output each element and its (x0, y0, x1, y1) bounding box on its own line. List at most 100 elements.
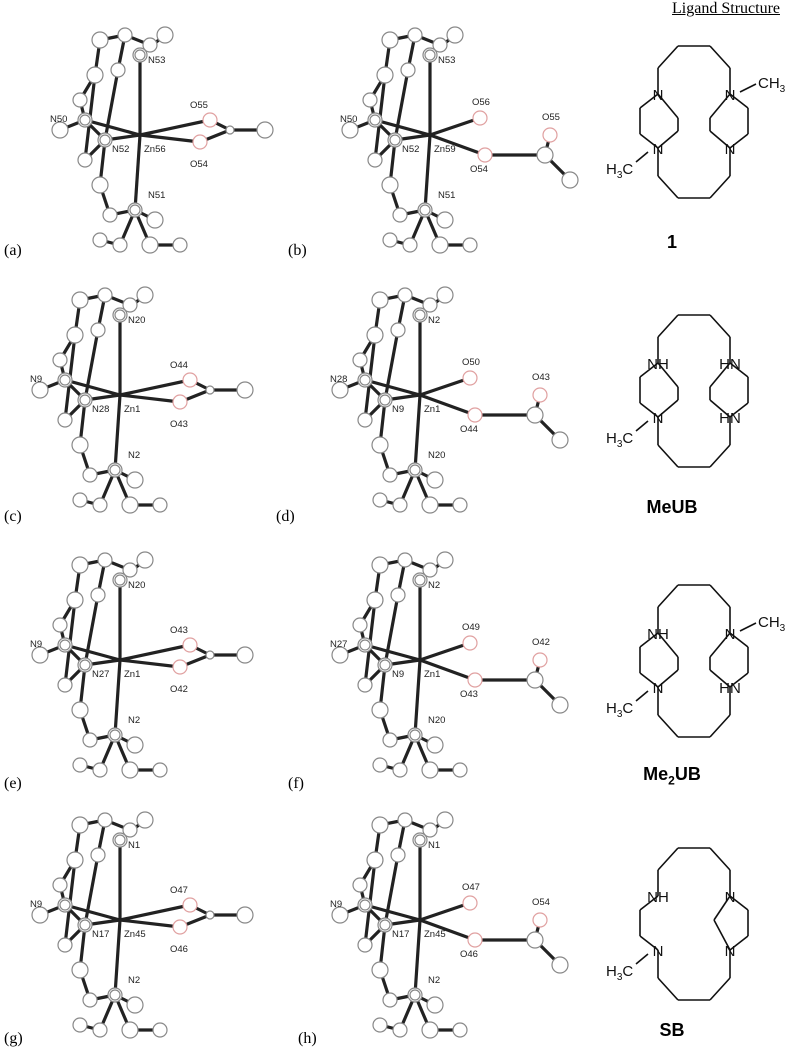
atom (372, 757, 388, 773)
atom (390, 322, 406, 338)
ring-bond (729, 402, 749, 418)
ring-bond (657, 175, 679, 199)
oxygen-atom (462, 370, 478, 386)
atom (371, 701, 389, 719)
atom (372, 492, 388, 508)
atom (126, 996, 144, 1014)
panel-label-c: (c) (4, 508, 22, 525)
atom-label-o-up: O56 (472, 97, 490, 108)
atom (102, 207, 118, 223)
atom (422, 822, 438, 838)
ring-bond (709, 314, 731, 338)
oxygen-atom (467, 407, 483, 423)
bond (113, 658, 122, 737)
oxygen-atom (477, 147, 493, 163)
atom (66, 591, 84, 609)
atom (205, 385, 215, 395)
oxygen-atom (542, 127, 558, 143)
ring-bond (709, 362, 731, 388)
panel-label-h: (h) (298, 1030, 317, 1047)
atom (205, 650, 215, 660)
atom (366, 326, 384, 344)
atom (424, 49, 436, 61)
atom (172, 237, 188, 253)
bond (118, 918, 182, 929)
atom (331, 646, 349, 664)
atom (71, 291, 89, 309)
bond (418, 901, 472, 922)
atom (371, 436, 389, 454)
atom (419, 204, 431, 216)
ligand-name-1: 1 (666, 232, 677, 252)
ring-bond (709, 632, 731, 658)
atom-label-n-top: N53 (148, 55, 165, 66)
ring-atom-top-right: N (725, 626, 736, 643)
atom-label-zn: Zn59 (434, 144, 456, 155)
ring-atom-top-right: N (725, 87, 736, 104)
atom-label-n-left: N9 (30, 899, 42, 910)
atom (136, 551, 154, 569)
ring-atom-top-left: N (653, 87, 664, 104)
atom-label-n-bottom: N2 (428, 975, 440, 986)
atom (31, 646, 49, 664)
oxygen-atom (462, 635, 478, 651)
atom-label-o-mid: O44 (460, 424, 478, 435)
atom (121, 496, 139, 514)
ring-bond (729, 895, 749, 911)
bond (423, 133, 432, 212)
atom (51, 121, 69, 139)
atom (91, 176, 109, 194)
methyl-bond (635, 953, 649, 965)
atom (71, 961, 89, 979)
atom (82, 992, 98, 1008)
atom (426, 471, 444, 489)
bond (363, 643, 422, 662)
atom (205, 910, 215, 920)
atom (402, 237, 418, 253)
atom (79, 919, 91, 931)
atom (99, 134, 111, 146)
bond (418, 376, 472, 397)
bond (83, 593, 100, 667)
ring-bond (709, 444, 731, 468)
atom (392, 1022, 408, 1038)
atom (122, 562, 138, 578)
panel-label-f: (f) (288, 775, 304, 792)
atom (414, 834, 426, 846)
atom-label-zn: Zn1 (124, 669, 140, 680)
atom-label-n-center: N9 (392, 669, 404, 680)
atom (436, 286, 454, 304)
atom (66, 851, 84, 869)
atom (431, 236, 449, 254)
atom (72, 492, 88, 508)
atom (136, 286, 154, 304)
atom (66, 326, 84, 344)
atom-label-o-far: O55 (542, 112, 560, 123)
atom (256, 121, 274, 139)
atom-label-zn: Zn1 (124, 404, 140, 415)
atom (109, 729, 121, 741)
atom-label-n-top: N1 (428, 840, 440, 851)
atom (421, 761, 439, 779)
atom (90, 587, 106, 603)
ligand-name-sb: SB (659, 1020, 685, 1040)
ring-bond (709, 584, 731, 608)
atom (452, 762, 468, 778)
atom-label-n-top: N2 (428, 580, 440, 591)
atom (422, 562, 438, 578)
oxygen-atom (532, 387, 548, 403)
atom (409, 989, 421, 1001)
atom (79, 659, 91, 671)
atom (146, 211, 164, 229)
atom (362, 92, 378, 108)
bond (113, 918, 122, 997)
atom (422, 297, 438, 313)
atom (536, 146, 554, 164)
bond (103, 68, 120, 142)
atom (122, 822, 138, 838)
atom (551, 696, 569, 714)
